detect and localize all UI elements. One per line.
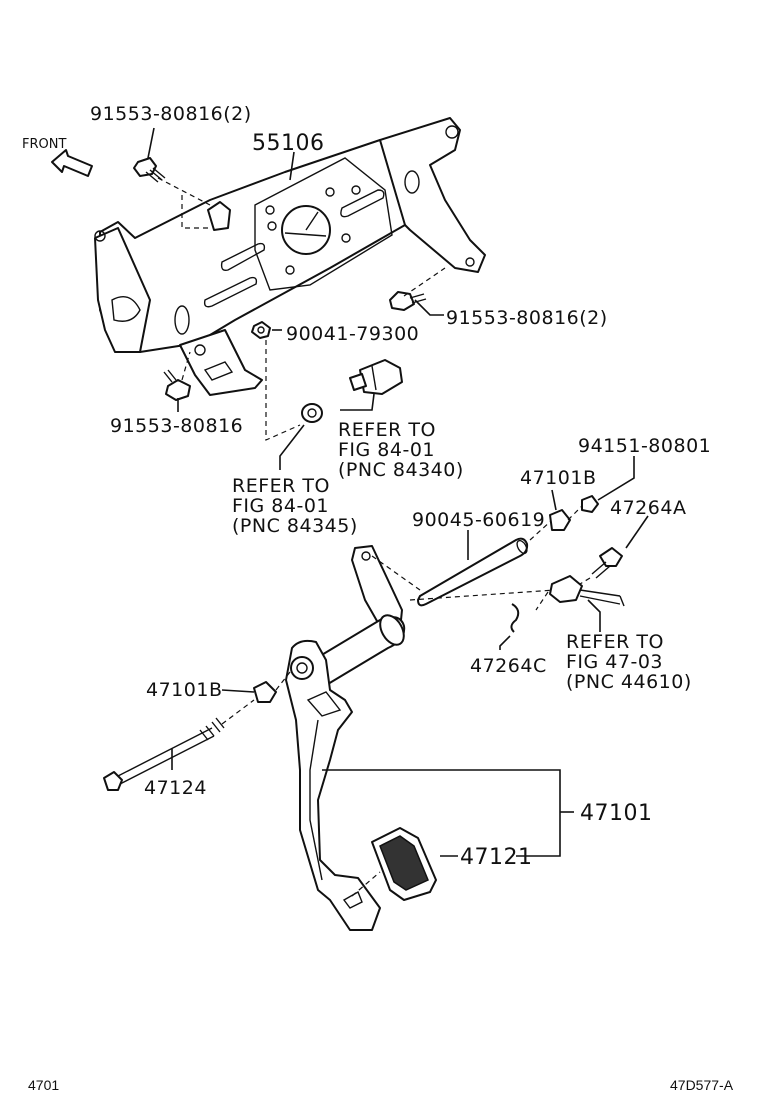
label-pedal-47101: 47101: [580, 801, 653, 826]
leader-lines: [147, 127, 649, 857]
front-arrow-icon: [51, 149, 93, 177]
label-refer-84340-line3: (PNC 84340): [338, 459, 464, 481]
label-refer-84340-line1: REFER TO: [338, 419, 436, 441]
pedal-shaft: [417, 537, 529, 607]
label-refer-44610-line1: REFER TO: [566, 631, 664, 653]
label-refer-84345-line2: FIG 84-01: [232, 495, 329, 517]
bushing-upper: [549, 509, 571, 531]
stop-lamp-switch: [349, 359, 403, 395]
bolt-91553-top: [133, 157, 166, 183]
label-refer-84345-line1: REFER TO: [232, 475, 330, 497]
label-bolt-47124: 47124: [144, 777, 207, 799]
label-bracket-55106: 55106: [252, 131, 325, 156]
label-refer-44610-line2: FIG 47-03: [566, 651, 663, 673]
label-bushing-lower: 47101B: [146, 679, 222, 701]
footer-left-code: 4701: [28, 1077, 59, 1093]
label-shaft-90045: 90045-60619: [412, 509, 545, 531]
label-pin-47264a: 47264A: [610, 497, 686, 519]
switch-washer: [301, 403, 323, 423]
label-refer-84345-line3: (PNC 84345): [232, 515, 358, 537]
bolt-91553-bottom: [163, 369, 191, 401]
pedal-assembly: [285, 545, 406, 931]
front-label: FRONT: [22, 137, 66, 152]
label-refer-84340-line2: FIG 84-01: [338, 439, 435, 461]
label-bolt-top: 91553-80816(2): [90, 103, 252, 125]
bushing-lower: [253, 681, 277, 703]
master-cylinder-clevis: [549, 575, 625, 607]
bolt-91553-right: [389, 291, 427, 311]
bolt-47124: [103, 717, 225, 791]
label-bolt-bottom: 91553-80816: [110, 415, 243, 437]
label-bushing-upper: 47101B: [520, 467, 596, 489]
pedal-bracket: [94, 117, 486, 396]
clevis-pin: [591, 547, 623, 579]
retaining-clip: [510, 603, 520, 633]
label-refer-44610-line3: (PNC 44610): [566, 671, 692, 693]
nut-94151: [581, 495, 599, 513]
footer-right-code: 47D577-A: [670, 1077, 734, 1093]
pedal-pad: [371, 827, 437, 901]
label-nut-94151: 94151-80801: [578, 435, 711, 457]
label-clip-47264c: 47264C: [470, 655, 547, 677]
label-bolt-right: 91553-80816(2): [446, 307, 608, 329]
label-nut-90041: 90041-79300: [286, 323, 419, 345]
nut-90041: [251, 321, 271, 339]
label-pad-47121: 47121: [460, 845, 533, 870]
